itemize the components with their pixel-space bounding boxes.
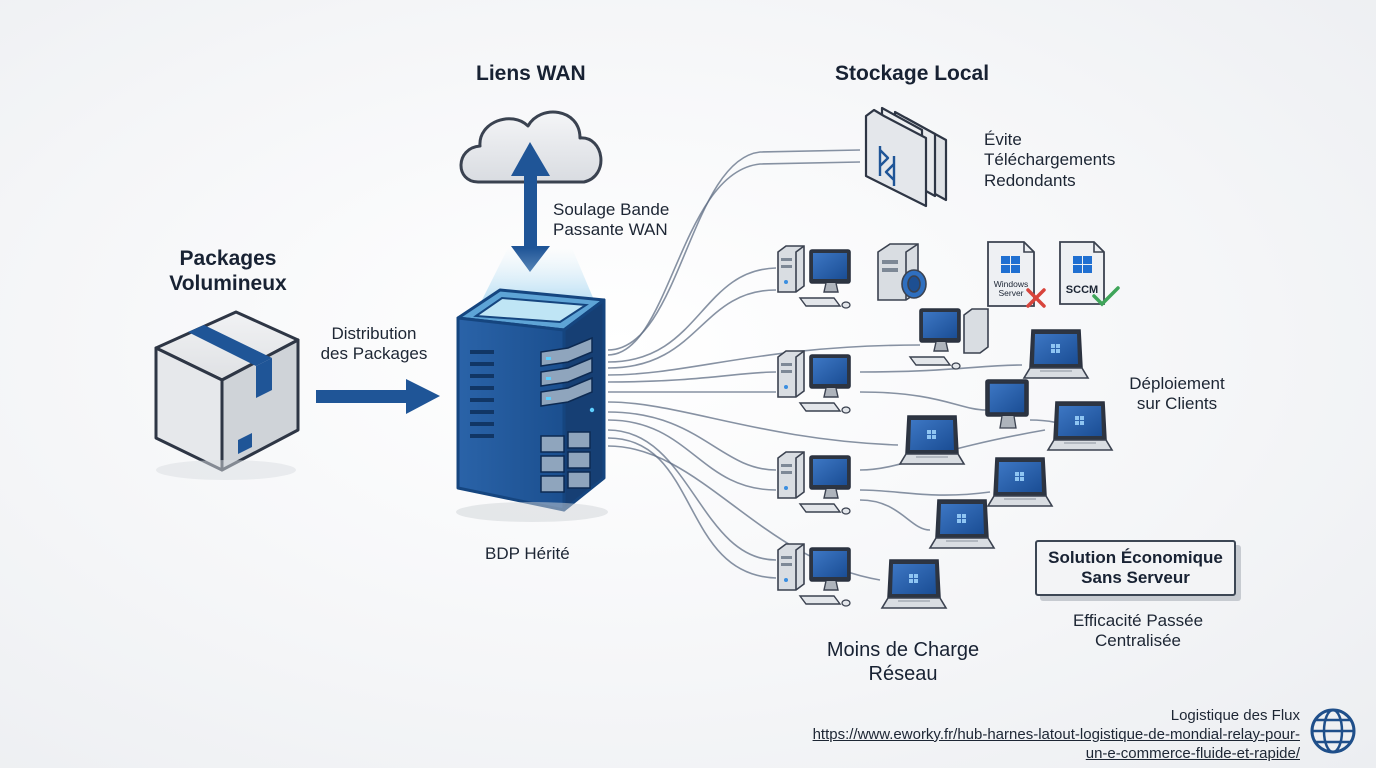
laptop-icon [881, 559, 947, 609]
bandwidth-line-1: Soulage Bande [553, 200, 670, 219]
efficiency-line-1: Efficacité Passée [1072, 611, 1204, 630]
laptop-icon [987, 457, 1053, 507]
network-load-line-1: Moins de Charge [826, 639, 980, 661]
globe-icon [1310, 708, 1356, 754]
desktop-computer-icon [777, 350, 851, 414]
laptop-icon [929, 499, 995, 549]
desktop-computer-icon [777, 543, 851, 607]
footer-caption: Logistique des Flux [1170, 707, 1300, 724]
distribution-line-1: Distribution [331, 324, 417, 343]
source-link-line-2: un-e-commerce-fluide-et-rapide/ [1085, 744, 1300, 762]
source-link-line-1: https://www.eworky.fr/hub-harnes-latout-… [812, 725, 1300, 743]
desktop-computer-icon [777, 451, 851, 515]
badge-line-2: Sans Serveur [1081, 568, 1190, 587]
deployment-label: Déploiement sur Clients [1118, 374, 1236, 415]
monitor-icon [985, 379, 1029, 429]
serverless-solution-badge: Solution Économique Sans Serveur [1035, 540, 1236, 596]
deployment-line-2: sur Clients [1136, 394, 1218, 414]
network-load-label: Moins de Charge Réseau [820, 638, 986, 686]
packages-title: Packages Volumineux [162, 246, 294, 296]
network-load-line-2: Réseau [868, 663, 938, 685]
storage-desc-line-2: Téléchargements [984, 150, 1116, 170]
bandwidth-label: Soulage Bande Passante WAN [553, 200, 669, 241]
windows-server-doc-label-1: Windows [994, 279, 1028, 289]
deployment-line-1: Déploiement [1129, 374, 1225, 393]
distribution-line-2: des Packages [320, 344, 428, 364]
server-label: BDP Hérité [485, 544, 570, 563]
packages-title-line-2: Volumineux [169, 272, 287, 296]
source-link[interactable]: https://www.eworky.fr/hub-harnes-latout-… [813, 726, 1300, 764]
wan-links-title: Liens WAN [476, 62, 586, 85]
sccm-doc-label: SCCM [1066, 284, 1098, 296]
windows-server-doc-label-2: Server [998, 288, 1023, 298]
check-icon [1092, 286, 1120, 307]
desktop-computer-icon [908, 308, 989, 370]
desktop-computer-icon [777, 245, 851, 309]
windows-server-doc-icon: Windows Server [987, 241, 1035, 307]
storage-description: Évite Téléchargements Redondants [984, 130, 1115, 191]
distribution-arrow-icon [316, 379, 440, 414]
source-footer: Logistique des Flux https://www.eworky.f… [813, 707, 1300, 763]
storage-desc-line-3: Redondants [984, 170, 1076, 190]
sccm-doc-icon: SCCM [1059, 241, 1105, 305]
laptop-icon [1023, 329, 1089, 379]
server-tower-disk-icon [877, 243, 927, 301]
folder-stack-icon [864, 106, 948, 208]
package-box-icon [154, 310, 300, 472]
laptop-icon [899, 415, 965, 465]
distribution-label: Distribution des Packages [312, 324, 436, 365]
bandwidth-line-2: Passante WAN [553, 220, 668, 240]
local-storage-title: Stockage Local [835, 62, 990, 85]
badge-line-1: Solution Économique [1048, 547, 1223, 567]
laptop-icon [1047, 401, 1113, 451]
efficiency-label: Efficacité Passée Centralisée [1058, 611, 1218, 652]
storage-desc-line-1: Évite [984, 130, 1022, 149]
server-icon [456, 248, 606, 512]
cross-icon [1026, 288, 1046, 308]
packages-title-line-1: Packages [179, 247, 277, 270]
efficiency-line-2: Centralisée [1095, 631, 1181, 651]
